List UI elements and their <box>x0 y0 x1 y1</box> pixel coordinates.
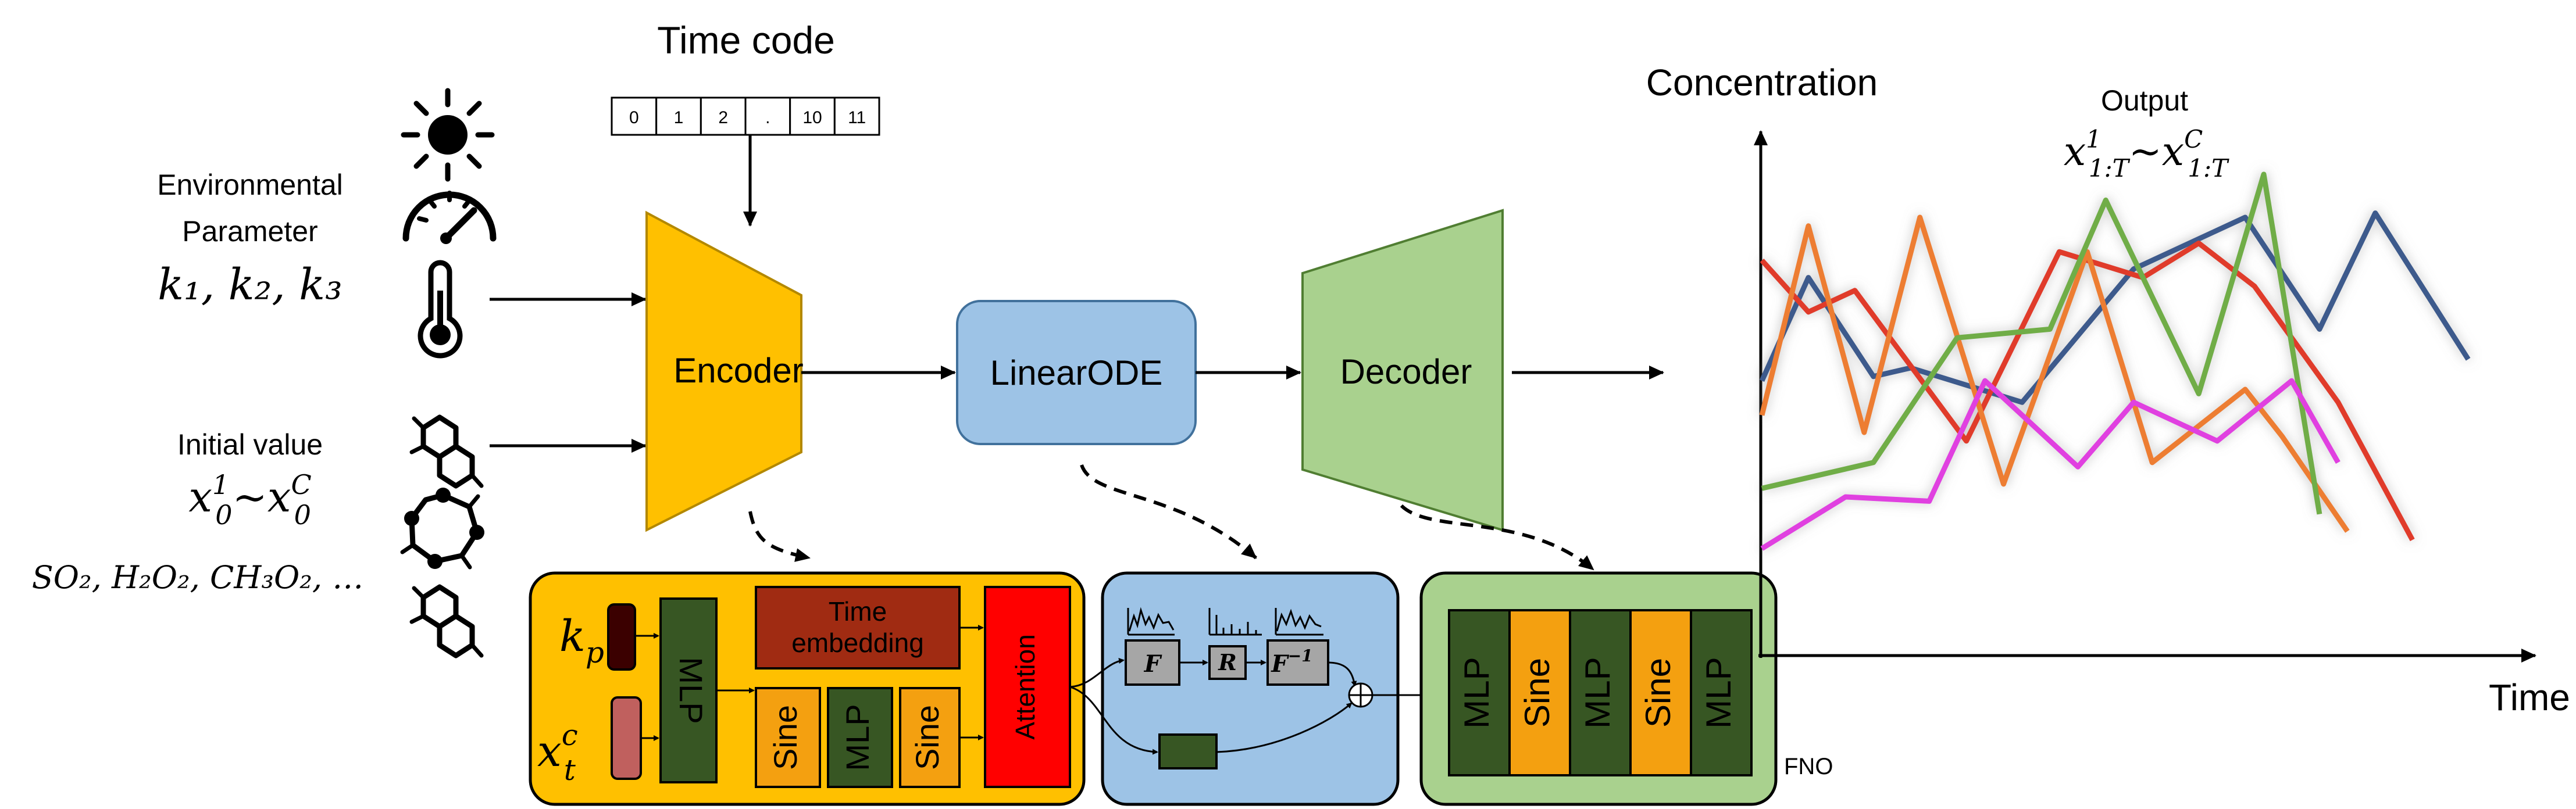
encoder-detail-connector <box>748 511 811 562</box>
encoder-sine-label-2: Sine <box>909 705 946 770</box>
time-code-cell <box>789 96 836 136</box>
spectrum-icon <box>1275 608 1323 636</box>
decoder-label: Decoder <box>1340 352 1472 391</box>
decoder-sine-label: Sine <box>1639 658 1678 728</box>
plot-axes <box>1754 130 2536 663</box>
species-list: SO₂, H₂O₂, CH₃O₂, … <box>32 559 364 596</box>
attention-block <box>984 586 1071 788</box>
spectrum-icon <box>1208 608 1262 636</box>
time-code-cell-label: 10 <box>802 108 822 127</box>
fno-label: FNO <box>1784 754 1833 779</box>
gauge-icon <box>402 191 497 244</box>
skip-to-sum-line <box>1216 702 1353 753</box>
encoder-mlp-small-label: MLP <box>839 704 876 771</box>
attention-label: Attention <box>1010 634 1040 740</box>
r-label: R <box>1218 649 1237 675</box>
decoder-mlp-block <box>1690 609 1753 776</box>
molecule-icon <box>409 414 484 489</box>
molecule-icon <box>409 584 484 658</box>
kp-label: kp <box>559 611 604 670</box>
chart-series-line <box>1759 210 2471 405</box>
inverse-fourier-block <box>1266 639 1329 686</box>
inverse-to-sum-line <box>1328 661 1357 687</box>
decoder-mlp-label: MLP <box>1457 657 1496 728</box>
attention-to-ode-skip <box>1069 686 1158 755</box>
time-code-cell <box>744 96 791 136</box>
spectrum-icon <box>1127 607 1175 636</box>
decoder-mlp-label: MLP <box>1699 657 1738 728</box>
encoder-sine-label-1: Sine <box>767 705 804 770</box>
molecule-icon <box>400 488 484 570</box>
time-code-cell <box>833 96 880 136</box>
time-embedding-line2: embedding <box>791 628 924 658</box>
encoder-mlp-block <box>659 597 718 783</box>
time-code-strip: 0 1 2. 10 11 <box>611 96 880 136</box>
sum-icon <box>1348 682 1373 708</box>
fourier-label: F <box>1144 650 1162 678</box>
chart-series-line <box>1759 214 2350 533</box>
sun-icon <box>401 88 495 182</box>
ode-detail-connector <box>1080 464 1257 560</box>
encoder-block <box>645 210 802 532</box>
xt-input-bar <box>611 696 642 780</box>
time-code-cell-label: . <box>765 108 770 127</box>
encoder-sine-block-1 <box>755 687 821 788</box>
time-code-cell-label: 1 <box>674 108 684 127</box>
fourier-block <box>1125 639 1180 686</box>
output-title: Output <box>2101 84 2188 117</box>
encoder-mlp-small <box>827 687 893 788</box>
plot-ylabel: Concentration <box>1646 62 1878 103</box>
decoder-detail-connector <box>1400 504 1594 571</box>
env-param-line2: Parameter <box>182 215 317 248</box>
time-code-cell-label: 0 <box>629 108 639 127</box>
encoder-mlp-label: MLP <box>673 657 709 724</box>
plot-lines <box>1759 171 2471 551</box>
linear-ode-label: LinearODE <box>990 353 1163 392</box>
decoder-stack: MLP Sine MLP Sine MLP <box>1448 609 1753 776</box>
linear-skip-block <box>1158 733 1218 769</box>
encoder-sine-block-2 <box>899 687 961 788</box>
time-code-cell <box>655 96 702 136</box>
encoder-label: Encoder <box>673 351 803 390</box>
decoder-mlp-block <box>1569 609 1632 776</box>
chart-series-line <box>1760 378 2340 551</box>
time-code-title: Time code <box>657 19 835 62</box>
decoder-mlp-block <box>1448 609 1511 776</box>
attention-to-ode-link <box>1069 658 1125 688</box>
initial-value-title: Initial value <box>177 428 323 461</box>
inverse-fourier-label: F−1 <box>1271 646 1312 678</box>
chart-series-line <box>1760 240 2415 542</box>
env-param-line1: Environmental <box>157 169 343 201</box>
time-code-cell-label: 11 <box>848 108 866 127</box>
r-block <box>1208 645 1247 680</box>
decoder-mlp-label: MLP <box>1578 657 1617 728</box>
plot-xlabel: Time <box>2489 676 2570 718</box>
thermometer-icon <box>418 260 463 359</box>
chart-series-line <box>1761 171 2322 515</box>
time-code-cell-label: 2 <box>718 108 728 127</box>
time-code-cell <box>611 96 658 136</box>
decoder-sine-block <box>1629 609 1692 776</box>
kp-input-bar <box>607 603 636 671</box>
decoder-sine-label: Sine <box>1518 658 1557 728</box>
time-embedding-block <box>755 586 961 670</box>
time-embedding-line1: Time <box>829 596 887 627</box>
env-param-symbols: k₁, k₂, k₃ <box>158 260 342 310</box>
